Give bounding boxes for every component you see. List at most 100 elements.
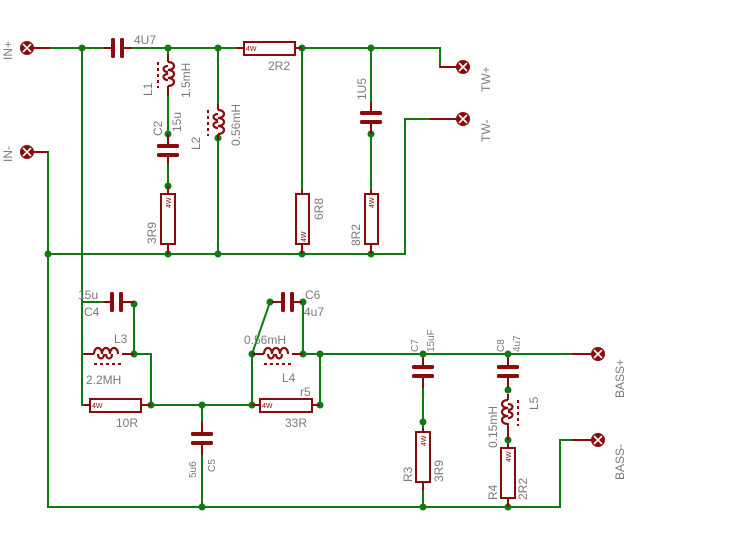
inductor-l4[interactable]: 0.56mH L4 (244, 333, 303, 385)
c4-value: 15u (78, 288, 98, 302)
capacitor-icon (360, 111, 382, 115)
resistor-10r[interactable]: 4W 10R (84, 398, 151, 430)
junction-dot (299, 298, 307, 306)
c4-name: C4 (84, 305, 100, 319)
capacitor-c2[interactable]: C2 15u (151, 112, 184, 164)
capacitor-icon (110, 292, 114, 312)
power-rating: 4W (506, 451, 513, 462)
r-10r-value: 10R (116, 416, 138, 430)
capacitor-1u5[interactable]: 1U5 (355, 78, 382, 134)
resistor-r3[interactable]: 4W R3 3R9 (401, 428, 446, 490)
resistor-r4[interactable]: 4W R4 2R2 (486, 444, 530, 507)
junction-dot (266, 298, 274, 306)
capacitor-icon (497, 365, 519, 369)
junction-dot (198, 401, 206, 409)
r3-name: R3 (401, 466, 415, 482)
capacitor-icon (191, 432, 213, 436)
power-rating: 4W (369, 197, 376, 208)
resistor-2r2-top[interactable]: 4W 2R2 (236, 41, 302, 73)
terminal-tw-minus[interactable]: TW- (430, 112, 493, 142)
capacitor-c5-bottom[interactable]: 5u6 C5 (188, 422, 218, 478)
l5-name: L5 (527, 396, 541, 410)
capacitor-c1[interactable]: 4U7 (104, 33, 156, 58)
l1-name: L1 (141, 82, 155, 96)
l5-value: 0.15mH (486, 406, 500, 448)
c2-name: C2 (151, 120, 165, 136)
r5-name: r5 (300, 385, 311, 399)
capacitor-icon (281, 292, 285, 312)
inductor-icon (500, 398, 509, 426)
c2-value: 15u (170, 112, 184, 132)
c6-value: 4u7 (304, 305, 324, 319)
r-3r9-top-value: 3R9 (145, 222, 159, 244)
l2-value: 0.56mH (229, 104, 243, 146)
inductor-icon (167, 60, 176, 88)
l4-value: 0.56mH (244, 333, 286, 347)
capacitor-c8[interactable]: C8 4u7 (496, 335, 523, 388)
resistor-6r8[interactable]: 4W 6R8 (295, 190, 326, 254)
terminal-label-in-plus: IN+ (1, 41, 15, 60)
capacitor-c6[interactable]: C6 4u7 (272, 288, 324, 319)
c1-value: 4U7 (134, 33, 156, 47)
r4-name: R4 (486, 484, 500, 500)
wire (124, 353, 152, 405)
c7-value: 15uF (426, 329, 437, 352)
c5-bottom-value: 5u6 (188, 461, 199, 478)
terminal-bass-plus[interactable]: BASS+ (572, 347, 627, 398)
junction-dot (367, 44, 375, 52)
junction-dot (164, 44, 172, 52)
power-rating: 4W (421, 435, 428, 446)
inductor-icon (217, 108, 226, 136)
capacitor-c4[interactable]: 15u C4 (78, 288, 134, 319)
power-rating: 4W (301, 231, 308, 242)
resistor-r5[interactable]: 4W r5 33R (252, 385, 320, 430)
terminal-tw-plus[interactable]: TW+ (440, 60, 493, 92)
wire-tw-plus (296, 47, 455, 68)
junction-dot (198, 503, 206, 511)
terminal-bass-minus[interactable]: BASS- (572, 433, 627, 480)
l2-name: L2 (189, 136, 203, 150)
wire (313, 354, 321, 406)
resistor-icon (500, 447, 516, 499)
capacitor-c7[interactable]: C7 15uF (410, 329, 437, 388)
resistor-icon (415, 431, 431, 483)
l4-name: L4 (282, 371, 296, 385)
junction-dot (78, 44, 86, 52)
c6-name: C6 (305, 288, 321, 302)
resistor-icon (364, 193, 379, 245)
power-rating: 4W (92, 403, 103, 410)
resistor-icon (160, 193, 176, 245)
junction-dot (419, 418, 427, 426)
r-6r8-value: 6R8 (312, 198, 326, 220)
inductor-l1[interactable]: L1 1.5mH (141, 54, 193, 98)
capacitor-icon (111, 38, 115, 58)
inductor-l3[interactable]: L3 2.2MH (84, 332, 134, 387)
l3-name: L3 (114, 332, 128, 346)
terminal-in-plus[interactable]: IN+ (1, 41, 50, 60)
terminal-label-tw-plus: TW+ (479, 66, 493, 92)
wire-tweeter-ground (48, 118, 455, 255)
terminal-label-in-minus: IN- (1, 146, 15, 162)
resistor-8r2[interactable]: 4W 8R2 (349, 190, 379, 254)
junction-dot (316, 350, 324, 358)
power-rating: 4W (166, 197, 173, 208)
inductor-l2[interactable]: L2 0.56mH (189, 104, 243, 150)
terminal-in-minus[interactable]: IN- (1, 145, 48, 162)
r4-value: 2R2 (516, 478, 530, 500)
c-1u5-value: 1U5 (355, 78, 369, 100)
r-8r2-value: 8R2 (349, 224, 363, 246)
junction-dot (504, 350, 512, 358)
wire-in-plus-vertical (81, 48, 90, 406)
wire (298, 301, 304, 354)
inductor-l5[interactable]: L5 0.15mH (486, 394, 541, 448)
resistor-3r9-top[interactable]: 4W 3R9 (145, 186, 176, 254)
resistor-icon (259, 398, 313, 413)
terminal-label-tw-minus: TW- (479, 120, 493, 142)
c7-name: C7 (410, 339, 421, 352)
junction-dot (44, 250, 52, 258)
capacitor-icon (412, 365, 434, 369)
r-2r2-top-value: 2R2 (268, 59, 290, 73)
resistor-icon (89, 398, 142, 413)
terminal-label-bass-minus: BASS- (613, 444, 627, 480)
